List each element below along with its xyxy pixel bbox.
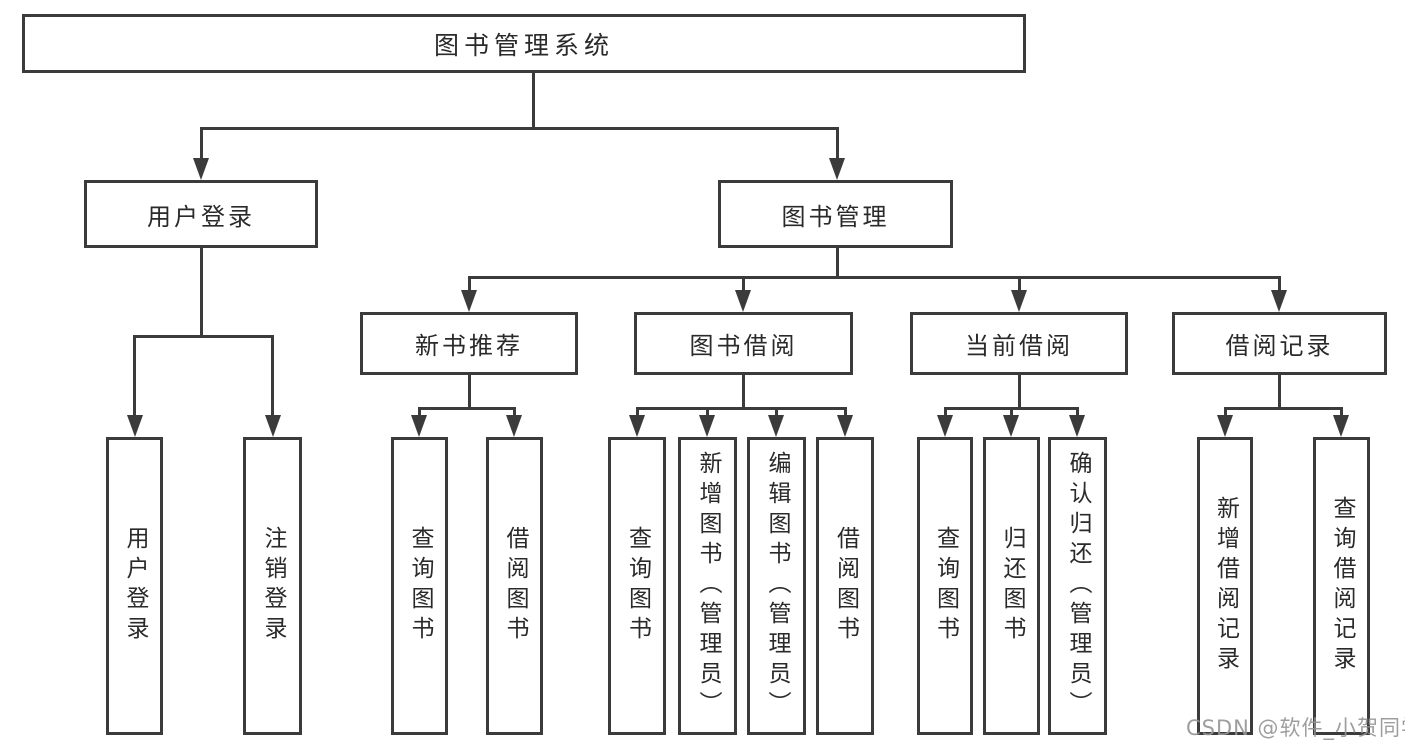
arrow-down-icon <box>193 158 209 180</box>
leaf-label: 注销登录 <box>260 526 286 646</box>
node-label: 图书管理 <box>781 202 890 231</box>
leaf-recommend-query-book: 查询图书 <box>391 437 448 735</box>
edge-line <box>836 127 839 160</box>
node-root: 图书管理系统 <box>22 14 1026 73</box>
node-book-borrow: 图书借阅 <box>634 312 853 375</box>
node-book-management: 图书管理 <box>718 180 953 248</box>
edge-line <box>133 338 136 417</box>
edge-line <box>271 338 274 417</box>
leaf-label: 编辑图书（管理员） <box>764 451 790 721</box>
edge-line <box>706 407 709 419</box>
edge-line <box>1224 407 1343 410</box>
edge-line <box>532 73 535 130</box>
node-new-book-recommend: 新书推荐 <box>360 312 578 375</box>
edge-line <box>1076 407 1079 419</box>
leaf-recommend-borrow-book: 借阅图书 <box>486 437 543 735</box>
leaf-label: 查询图书 <box>624 526 651 646</box>
edge-line <box>742 375 745 410</box>
edge-line <box>944 407 947 419</box>
node-borrow-record: 借阅记录 <box>1172 312 1387 375</box>
leaf-logout: 注销登录 <box>243 437 302 735</box>
arrow-down-icon <box>127 415 143 437</box>
node-current-borrow: 当前借阅 <box>910 312 1128 375</box>
edge-line <box>1010 407 1013 419</box>
leaf-label: 新增图书（管理员） <box>695 451 721 721</box>
edge-line <box>636 407 639 419</box>
leaf-label: 查询图书 <box>407 526 433 646</box>
node-label: 图书管理系统 <box>433 30 614 60</box>
arrow-down-icon <box>735 290 751 312</box>
edge-line <box>468 276 1281 279</box>
arrow-down-icon <box>629 415 645 437</box>
arrow-down-icon <box>768 415 784 437</box>
leaf-current-return-book: 归还图书 <box>983 437 1040 735</box>
edge-line <box>418 407 516 410</box>
leaf-label: 用户登录 <box>122 526 148 646</box>
node-label: 借阅记录 <box>1225 332 1334 360</box>
arrow-down-icon <box>837 415 853 437</box>
edge-line <box>1224 407 1227 419</box>
node-label: 图书借阅 <box>689 332 798 360</box>
arrow-down-icon <box>1217 415 1233 437</box>
edge-line <box>418 407 421 419</box>
edge-line <box>742 276 745 292</box>
edge-line <box>133 335 274 338</box>
leaf-label: 查询图书 <box>932 526 959 646</box>
edge-line <box>200 248 203 338</box>
arrow-down-icon <box>1069 415 1085 437</box>
leaf-label: 借阅图书 <box>832 526 859 646</box>
arrow-down-icon <box>699 415 715 437</box>
leaf-current-confirm-return-admin: 确认归还（管理员） <box>1048 437 1107 735</box>
node-label: 用户登录 <box>147 202 255 231</box>
edge-line <box>468 375 471 410</box>
node-label: 新书推荐 <box>415 332 523 360</box>
arrow-down-icon <box>506 415 522 437</box>
edge-line <box>1340 407 1343 419</box>
edge-line <box>836 248 839 276</box>
arrow-down-icon <box>937 415 953 437</box>
arrow-down-icon <box>265 415 281 437</box>
leaf-borrow-query-book: 查询图书 <box>608 437 666 735</box>
leaf-label: 查询借阅记录 <box>1329 496 1355 676</box>
leaf-label: 新增借阅记录 <box>1212 496 1239 676</box>
arrow-down-icon <box>1003 415 1019 437</box>
node-label: 当前借阅 <box>965 332 1073 360</box>
arrow-down-icon <box>829 158 845 180</box>
leaf-user-login: 用户登录 <box>106 437 163 735</box>
edge-line <box>844 407 847 419</box>
edge-line <box>1278 375 1281 410</box>
leaf-record-add: 新增借阅记录 <box>1197 437 1253 735</box>
leaf-label: 确认归还（管理员） <box>1065 451 1091 721</box>
edge-line <box>775 407 778 419</box>
edge-line <box>1018 276 1021 292</box>
leaf-record-query: 查询借阅记录 <box>1313 437 1370 735</box>
edge-line <box>513 407 516 419</box>
node-user-login: 用户登录 <box>84 180 318 248</box>
leaf-label: 归还图书 <box>999 526 1025 646</box>
arrow-down-icon <box>411 415 427 437</box>
leaf-borrow-borrow-book: 借阅图书 <box>816 437 874 735</box>
edge-line <box>636 407 847 410</box>
leaf-current-query-book: 查询图书 <box>917 437 973 735</box>
edge-line <box>200 127 839 130</box>
edge-line <box>200 127 203 160</box>
arrow-down-icon <box>1333 415 1349 437</box>
leaf-borrow-add-book-admin: 新增图书（管理员） <box>678 437 737 735</box>
arrow-down-icon <box>1011 290 1027 312</box>
leaf-label: 借阅图书 <box>502 526 528 646</box>
edge-line <box>1278 276 1281 292</box>
edge-line <box>468 276 471 292</box>
arrow-down-icon <box>461 290 477 312</box>
leaf-borrow-edit-book-admin: 编辑图书（管理员） <box>747 437 806 735</box>
arrow-down-icon <box>1271 290 1287 312</box>
edge-line <box>1018 375 1021 410</box>
